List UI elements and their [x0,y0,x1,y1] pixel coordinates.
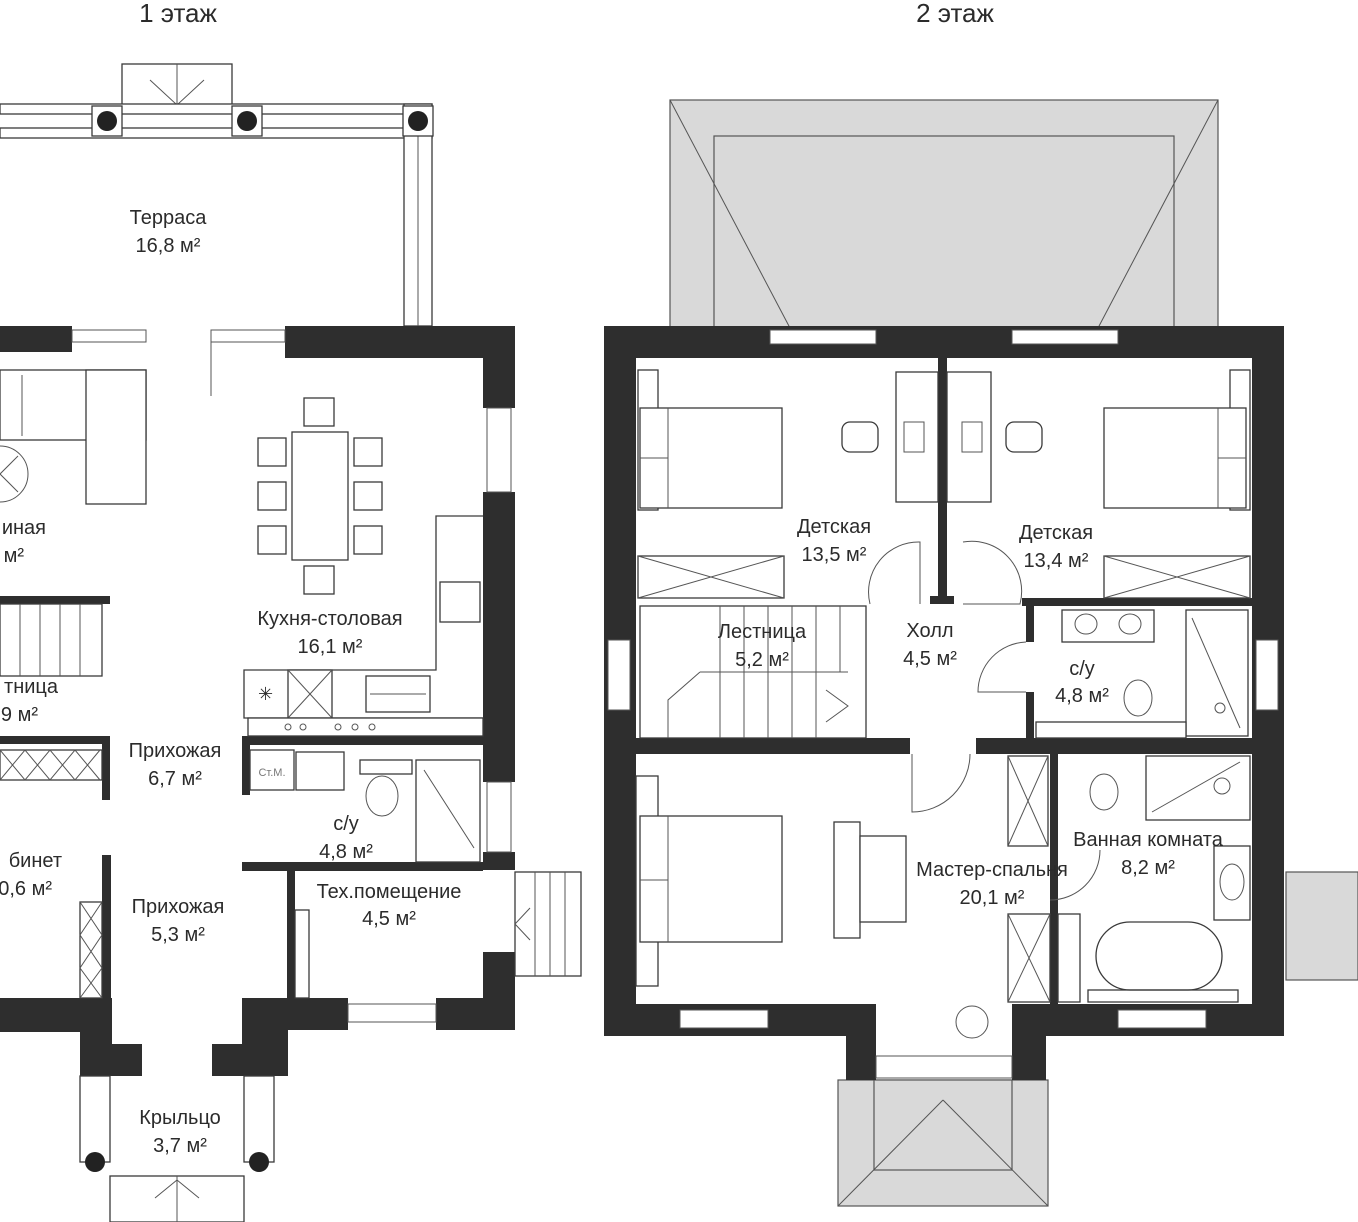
bathroom-big [1007,755,1251,1003]
room-name: Ванная комната [1073,829,1224,851]
terrace-column [237,111,257,131]
room-name: Лестница [718,621,807,643]
room-name: с/у [1069,658,1095,680]
floor-1-plan: ✳ [0,63,582,1222]
room-name: Кухня-столовая [257,608,402,630]
room-area: 5,3 м² [151,924,205,946]
room-name: Терраса [130,207,208,229]
room-name: иная [2,517,46,539]
room-area: 9 м² [1,704,38,726]
room-area: 3,7 м² [153,1135,207,1157]
floor-2-title: 2 этаж [916,0,994,28]
room-area: 4,8 м² [319,841,373,863]
floor-1-walls [0,326,515,1076]
svg-text:✳: ✳ [258,684,273,704]
room-area: 8 м² [0,545,24,567]
dining-table [257,397,383,595]
room-area: 5,2 м² [735,649,789,671]
room-area: 13,5 м² [802,544,867,566]
porch-column [249,1152,269,1172]
terrace-column [408,111,428,131]
sofa [0,369,147,505]
master-bed [635,775,989,1039]
bathroom-floor-2 [1035,609,1249,739]
roof-top [669,99,1219,329]
porch-column [85,1152,105,1172]
room-area: 20,1 м² [960,887,1025,909]
room-area: 4,5 м² [362,908,416,930]
porch [79,1075,275,1222]
terrace-column [97,111,117,131]
kitchen-counter: ✳ [243,515,484,737]
floor-1-title: 1 этаж [139,0,217,28]
room-area: 16,1 м² [298,636,363,658]
roof-side [1285,871,1358,981]
room-name: Тех.помещение [317,881,462,903]
outside-steps [514,871,582,977]
washer-label: Ст.М. [258,767,285,779]
bed-right [1103,369,1251,599]
bathroom-floor-1 [249,749,481,863]
room-area: 4,5 м² [903,648,957,670]
room-area: 13,4 м² [1024,550,1089,572]
stairs-floor-2 [639,605,867,739]
bed-left [637,369,785,599]
roof-bottom [837,1079,1049,1207]
stairs-floor-1 [0,603,103,781]
room-area: 8,2 м² [1121,857,1175,879]
room-name: тница [4,676,59,698]
room-area: 4,8 м² [1055,685,1109,707]
room-name: Прихожая [129,740,222,762]
room-name: Детская [797,516,871,538]
terrace-railing [0,63,434,327]
room-name: Прихожая [132,896,225,918]
room-name: с/у [333,813,359,835]
room-area: 0,6 м² [0,878,52,900]
room-area: 6,7 м² [148,768,202,790]
room-name: Холл [906,620,953,642]
room-name: Мастер-спальня [916,859,1068,881]
room-name: Детская [1019,522,1093,544]
desks-kids [841,371,1043,503]
room-name: бинет [9,850,62,872]
room-name: Крыльцо [139,1107,221,1129]
floor-2-plan [604,99,1358,1207]
room-area: 16,8 м² [136,235,201,257]
